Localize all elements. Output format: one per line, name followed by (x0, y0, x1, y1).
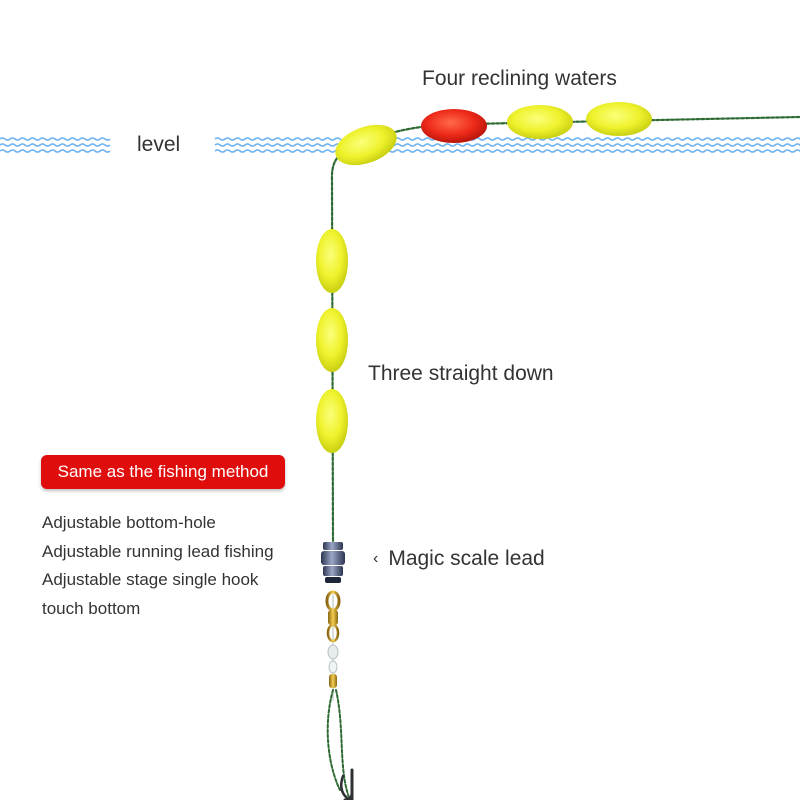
straight-floats (316, 229, 348, 453)
method-note-item: Adjustable stage single hook (42, 570, 259, 589)
magic-lead-label: Magic scale lead (388, 547, 545, 570)
reclining-float-3 (507, 105, 573, 139)
wave-line (214, 143, 800, 147)
swivel (325, 590, 341, 643)
wave-line (214, 149, 800, 153)
method-note-item: Adjustable running lead fishing (42, 541, 274, 561)
connector-beads (327, 644, 339, 688)
wave-line (214, 137, 800, 141)
fishing-hook (339, 768, 354, 800)
straight-float-1 (316, 229, 348, 293)
fishing-method-badge: Same as the fishing method (41, 455, 285, 489)
hook-leader-left (326, 689, 341, 791)
wave-line (0, 149, 111, 153)
wave-line (0, 143, 111, 147)
fishing-line (326, 115, 800, 800)
reclining-float-2-red (421, 109, 487, 143)
method-note-item: touch bottom (42, 598, 141, 618)
straight-float-3 (316, 389, 348, 453)
four-reclining-label: Four reclining waters (422, 67, 617, 90)
hook-leader-right (335, 689, 351, 800)
reclining-float-4 (586, 102, 652, 136)
straight-float-2 (316, 308, 348, 372)
water-surface (0, 137, 800, 153)
three-straight-label: Three straight down (368, 362, 554, 385)
reclining-float-1 (335, 124, 397, 166)
magic-scale-lead (321, 542, 345, 583)
magic-lead-callout: ‹ Magic scale lead (373, 547, 545, 571)
chevron-left-icon: ‹ (373, 550, 379, 567)
wave-line (0, 137, 111, 141)
reclining-floats (335, 102, 652, 166)
water-level-label: level (137, 133, 181, 156)
method-note-item: Adjustable bottom-hole (42, 513, 216, 532)
method-notes-list: Adjustable bottom-hole Adjustable runnin… (42, 509, 274, 623)
